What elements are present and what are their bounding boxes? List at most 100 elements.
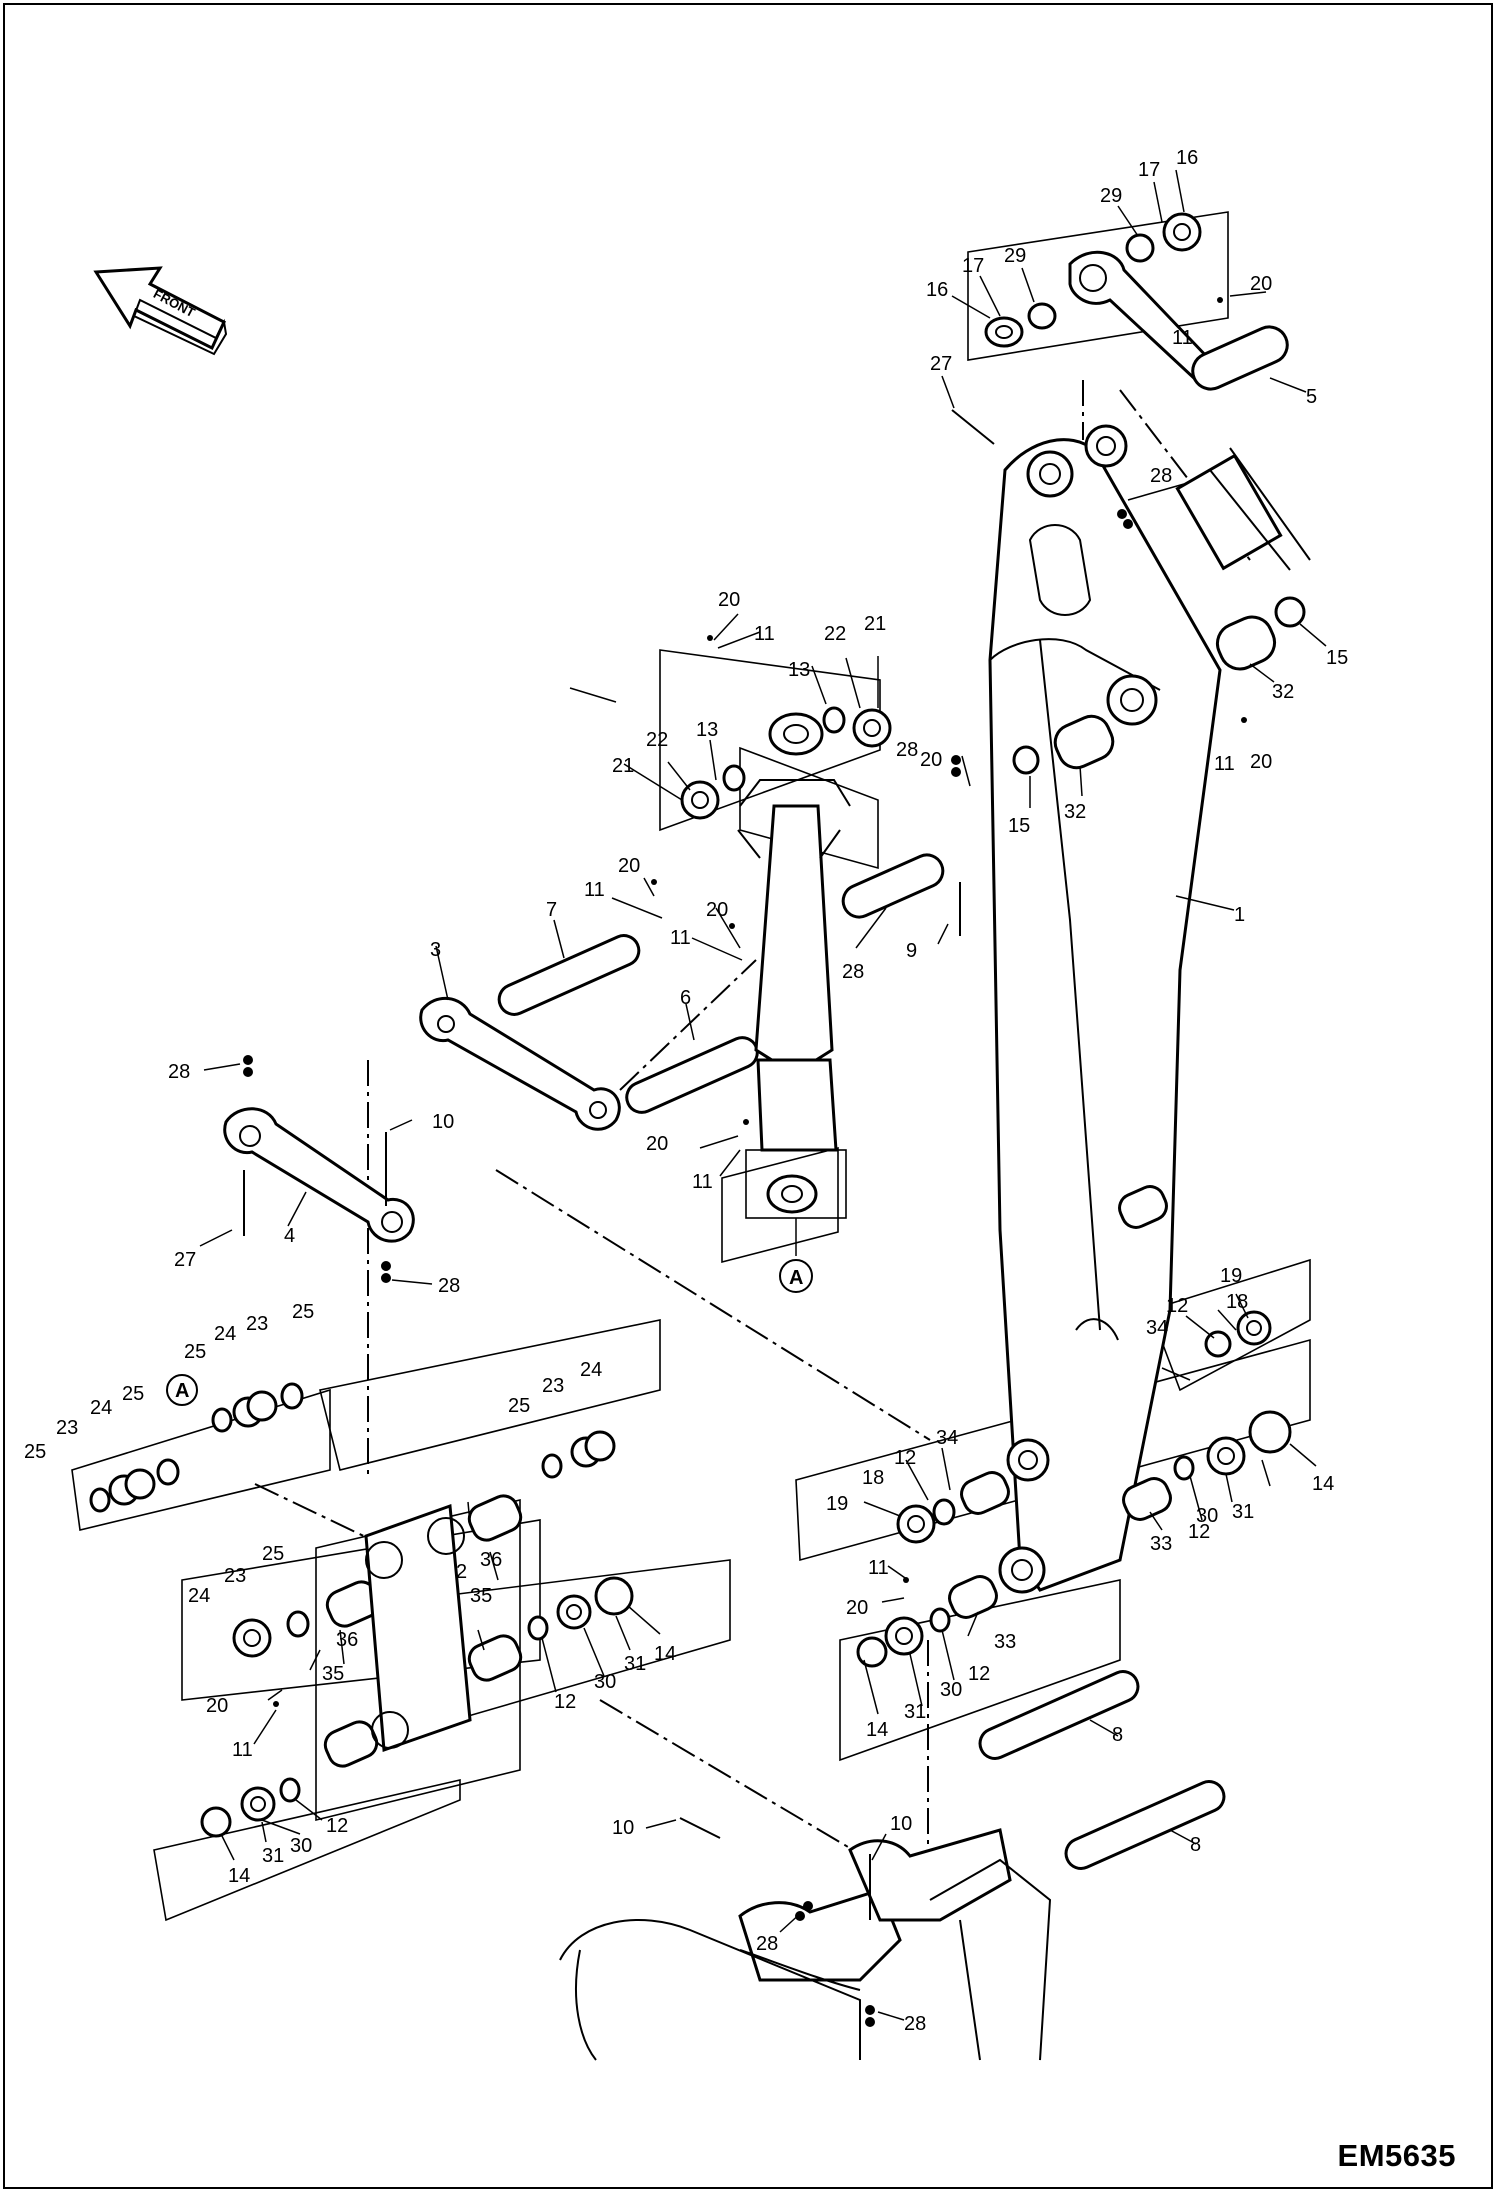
callout-15a: 15 xyxy=(1326,647,1348,669)
callout-24d: 24 xyxy=(188,1585,210,1607)
callout-10a: 10 xyxy=(432,1111,454,1133)
callout-12f: 12 xyxy=(326,1815,348,1837)
callout-24a: 24 xyxy=(214,1323,236,1345)
callout-28c: 28 xyxy=(842,961,864,983)
callout-35b: 35 xyxy=(322,1663,344,1685)
callout-23d: 23 xyxy=(224,1565,246,1587)
callout-4: 4 xyxy=(284,1225,295,1247)
callout-20f: 20 xyxy=(646,1133,668,1155)
callout-17b: 17 xyxy=(962,255,984,277)
callout-11b: 11 xyxy=(754,623,775,645)
callout-30a: 30 xyxy=(1196,1505,1218,1527)
callout-23b: 23 xyxy=(56,1417,78,1439)
callout-15b: 15 xyxy=(1008,815,1030,837)
bolts-and-fittings xyxy=(243,297,1247,2027)
callout-20d: 20 xyxy=(618,855,640,877)
callout-14b: 14 xyxy=(1312,1473,1334,1495)
callout-28e: 28 xyxy=(438,1275,460,1297)
callout-32a: 32 xyxy=(1272,681,1294,703)
callout-20i: 20 xyxy=(920,749,942,771)
callout-23c: 23 xyxy=(542,1375,564,1397)
callout-18b: 18 xyxy=(862,1467,884,1489)
callout-31d: 31 xyxy=(262,1845,284,1867)
callout-11f: 11 xyxy=(692,1171,713,1193)
callout-11g: 11 xyxy=(232,1739,253,1761)
callout-34b: 34 xyxy=(936,1427,958,1449)
callout-28b: 28 xyxy=(896,739,918,761)
callout-17a: 17 xyxy=(1138,159,1160,181)
callout-30c: 30 xyxy=(594,1671,616,1693)
callout-33b: 33 xyxy=(994,1631,1016,1653)
callout-30b: 30 xyxy=(940,1679,962,1701)
callout-20g: 20 xyxy=(206,1695,228,1717)
callout-8a: 8 xyxy=(1112,1724,1123,1746)
callout-31b: 31 xyxy=(904,1701,926,1723)
callout-25d: 25 xyxy=(24,1441,46,1463)
callout-33a: 33 xyxy=(1150,1533,1172,1555)
pins xyxy=(323,325,1289,1870)
callout-13a: 13 xyxy=(788,659,810,681)
front-arrow-icon: FRONT xyxy=(93,266,228,356)
callout-29b: 29 xyxy=(1004,245,1026,267)
callout-27b: 27 xyxy=(174,1249,196,1271)
callout-10c: 10 xyxy=(890,1813,912,1835)
callout-27a: 27 xyxy=(930,353,952,375)
callout-12d: 12 xyxy=(968,1663,990,1685)
callout-28g: 28 xyxy=(904,2013,926,2035)
callout-22b: 22 xyxy=(646,729,668,751)
callout-20a: 20 xyxy=(1250,273,1272,295)
callout-7: 7 xyxy=(546,899,557,921)
callout-20h: 20 xyxy=(846,1597,868,1619)
callout-24c: 24 xyxy=(580,1359,602,1381)
figure-code: EM5635 xyxy=(1337,2138,1456,2173)
detail-marker-label: A xyxy=(789,1267,803,1289)
callout-24b: 24 xyxy=(90,1397,112,1419)
callout-16b: 16 xyxy=(926,279,948,301)
callout-9: 9 xyxy=(906,940,917,962)
callout-20b: 20 xyxy=(718,589,740,611)
callout-19a: 19 xyxy=(1220,1265,1242,1287)
arm-body xyxy=(988,424,1222,1594)
callout-21b: 21 xyxy=(612,755,634,777)
callout-5: 5 xyxy=(1306,386,1317,408)
callout-16a: 16 xyxy=(1176,147,1198,169)
callout-12c: 12 xyxy=(1188,1521,1210,1543)
callout-32b: 32 xyxy=(1064,801,1086,823)
callout-28a: 28 xyxy=(1150,465,1172,487)
callout-11h: 11 xyxy=(868,1557,889,1579)
bucket-linkage-brackets xyxy=(364,1503,1052,2061)
callout-14c: 14 xyxy=(866,1719,888,1741)
callout-21a: 21 xyxy=(864,613,886,635)
callout-20e: 20 xyxy=(706,899,728,921)
washers-and-seals xyxy=(89,212,1306,1838)
callout-23a: 23 xyxy=(246,1313,268,1335)
leader-lines xyxy=(199,169,1327,2021)
callout-12a: 12 xyxy=(1166,1295,1188,1317)
callout-11c: 11 xyxy=(1214,753,1235,775)
callout-11e: 11 xyxy=(670,927,691,949)
callout-19b: 19 xyxy=(826,1493,848,1515)
callout-3: 3 xyxy=(430,939,441,961)
callout-18a: 18 xyxy=(1226,1291,1248,1313)
callout-13b: 13 xyxy=(696,719,718,741)
callout-14a: 14 xyxy=(654,1643,676,1665)
callout-11d: 11 xyxy=(584,879,605,901)
callout-28d: 28 xyxy=(168,1061,190,1083)
detail-marker-label-ref: A xyxy=(175,1380,189,1402)
callout-34a: 34 xyxy=(1146,1317,1168,1339)
callout-25c: 25 xyxy=(122,1383,144,1405)
callout-22a: 22 xyxy=(824,623,846,645)
callout-25f: 25 xyxy=(262,1543,284,1565)
callout-36a: 36 xyxy=(480,1549,502,1571)
top-link-assembly xyxy=(1068,250,1311,571)
callout-25b: 25 xyxy=(184,1341,206,1363)
bucket-cylinder xyxy=(737,712,851,1214)
callout-12e: 12 xyxy=(554,1691,576,1713)
callout-36b: 36 xyxy=(336,1629,358,1651)
callout-20c: 20 xyxy=(1250,751,1272,773)
callout-1: 1 xyxy=(1234,904,1245,926)
callout-28f: 28 xyxy=(756,1933,778,1955)
callout-29a: 29 xyxy=(1100,185,1122,207)
callout-11a: 11 xyxy=(1172,327,1193,349)
